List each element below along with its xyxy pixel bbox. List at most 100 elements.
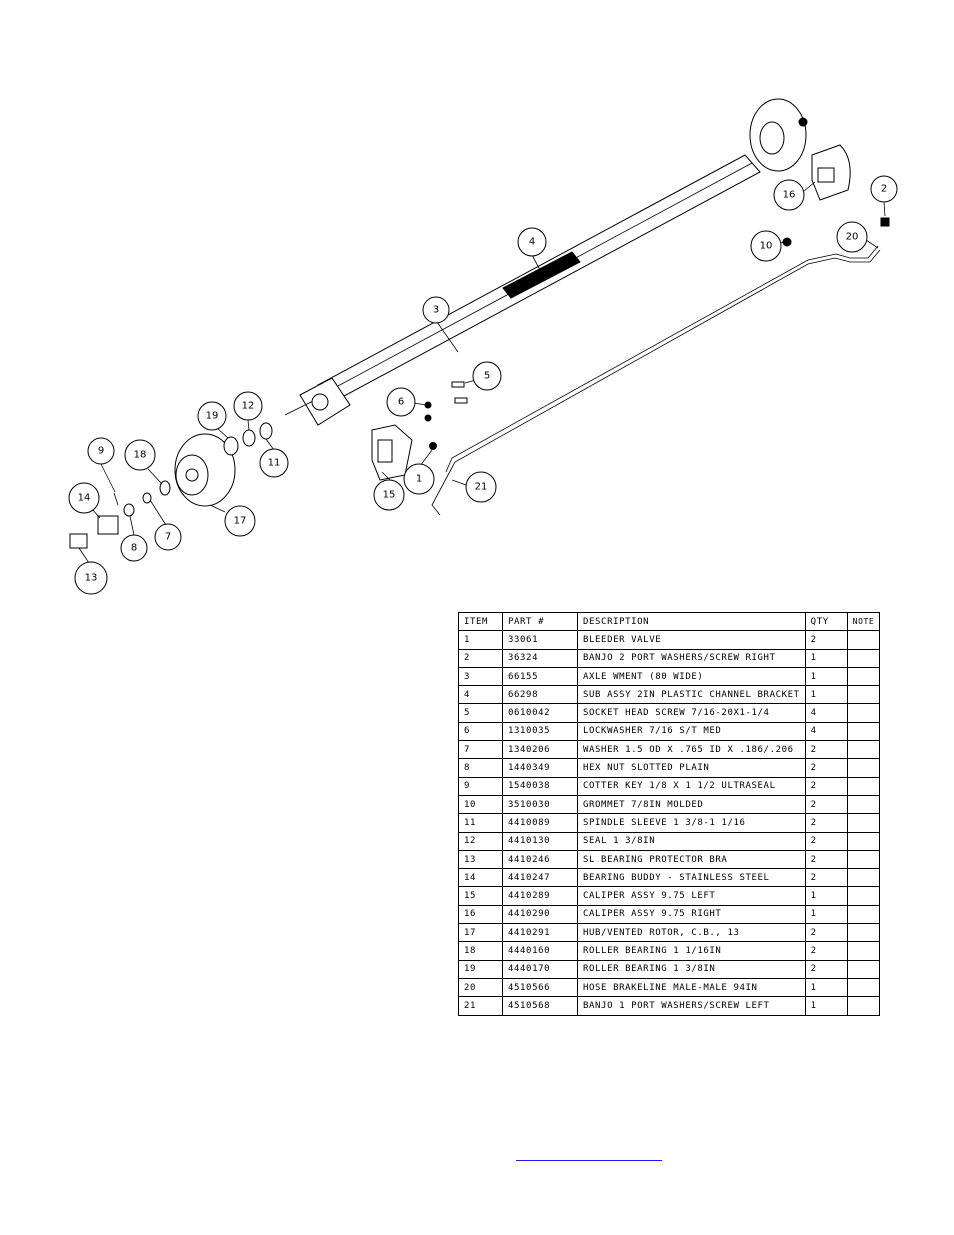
right-caliper — [811, 144, 851, 201]
cell-qty: 1 — [804, 996, 848, 1016]
cell-note — [846, 959, 881, 979]
cell-description: SEAL 1 3/8IN — [577, 831, 806, 851]
cell-part-number: 36324 — [502, 648, 578, 668]
cell-part-number: 4440160 — [502, 941, 578, 961]
cell-item: 11 — [458, 813, 503, 833]
cell-qty: 2 — [804, 758, 848, 778]
svg-text:2: 2 — [881, 184, 887, 195]
cell-qty: 1 — [804, 648, 848, 668]
header-note: NOTE — [846, 611, 881, 632]
callout-20: 20 — [836, 221, 868, 253]
cell-qty: 1 — [804, 666, 848, 687]
footer-link[interactable] — [516, 1148, 662, 1161]
channel-bracket — [502, 251, 581, 299]
callout-3: 3 — [422, 296, 450, 324]
header-item: ITEM — [458, 611, 503, 632]
svg-text:3: 3 — [433, 305, 439, 316]
cell-description: ROLLER BEARING 1 1/16IN — [577, 941, 806, 961]
svg-text:12: 12 — [242, 401, 255, 412]
svg-text:16: 16 — [783, 190, 796, 201]
cell-qty: 2 — [804, 849, 848, 870]
cell-qty: 2 — [804, 740, 848, 760]
cell-item: 12 — [458, 831, 503, 851]
callout-8: 8 — [120, 534, 148, 562]
cell-part-number: 1540038 — [502, 776, 578, 796]
cell-part-number: 4410247 — [502, 868, 578, 888]
cell-qty: 1 — [804, 685, 848, 705]
cell-part-number: 4410289 — [502, 886, 578, 906]
cell-part-number: 4510568 — [502, 996, 578, 1016]
cell-description: AXLE WMENT (80 WIDE) — [577, 666, 806, 687]
cell-description: CALIPER ASSY 9.75 RIGHT — [577, 904, 806, 925]
svg-text:19: 19 — [206, 411, 219, 422]
cell-description: BLEEDER VALVE — [577, 630, 806, 650]
header-qty: QTY — [804, 611, 848, 632]
callout-6: 6 — [386, 387, 416, 417]
cell-item: 19 — [458, 959, 503, 979]
svg-text:6: 6 — [398, 397, 404, 408]
svg-text:14: 14 — [78, 493, 91, 504]
cell-description: SOCKET HEAD SCREW 7/16-20X1-1/4 — [577, 703, 806, 723]
cell-description: HOSE BRAKELINE MALE-MALE 94IN — [577, 977, 806, 998]
cell-note — [846, 758, 881, 778]
cell-qty: 2 — [804, 794, 848, 815]
cell-description: SL BEARING PROTECTOR BRA — [577, 849, 806, 870]
cell-note — [846, 886, 881, 906]
svg-text:10: 10 — [760, 241, 773, 252]
cell-qty: 2 — [804, 923, 848, 943]
cell-qty: 2 — [804, 941, 848, 961]
exploded-axle-diagram: 1 2 3 4 5 6 7 8 9 10 11 12 13 14 15 16 1… — [68, 98, 898, 595]
cell-item: 2 — [458, 648, 503, 668]
cell-item: 21 — [458, 996, 503, 1016]
cell-part-number: 4410291 — [502, 923, 578, 943]
callout-18: 18 — [124, 439, 156, 471]
callout-5: 5 — [472, 361, 502, 391]
cell-part-number: 4410290 — [502, 904, 578, 925]
cell-description: LOCKWASHER 7/16 S/T MED — [577, 721, 806, 742]
cell-item: 20 — [458, 977, 503, 998]
left-rotor — [174, 433, 236, 507]
svg-text:13: 13 — [85, 573, 98, 584]
cell-part-number: 0610042 — [502, 703, 578, 723]
cell-item: 16 — [458, 904, 503, 925]
svg-text:9: 9 — [98, 446, 104, 457]
cell-item: 4 — [458, 685, 503, 705]
cell-part-number: 1340206 — [502, 740, 578, 760]
cell-note — [846, 904, 881, 925]
cell-qty: 2 — [804, 776, 848, 796]
callout-2: 2 — [870, 175, 898, 203]
cell-item: 10 — [458, 794, 503, 815]
cell-note — [846, 776, 881, 796]
cell-item: 3 — [458, 666, 503, 687]
cell-description: COTTER KEY 1/8 X 1 1/2 ULTRASEAL — [577, 776, 806, 796]
cell-note — [846, 666, 881, 687]
cell-description: ROLLER BEARING 1 3/8IN — [577, 959, 806, 979]
callout-19: 19 — [197, 401, 227, 431]
cell-part-number: 66298 — [502, 685, 578, 705]
callout-15: 15 — [373, 479, 405, 511]
cell-part-number: 4510566 — [502, 977, 578, 998]
cell-qty: 2 — [804, 959, 848, 979]
callout-11: 11 — [259, 448, 289, 478]
cell-note — [846, 648, 881, 668]
brake-hose — [431, 245, 881, 516]
cell-item: 6 — [458, 721, 503, 742]
cell-qty: 1 — [804, 904, 848, 925]
cell-item: 8 — [458, 758, 503, 778]
cell-item: 14 — [458, 868, 503, 888]
cell-item: 15 — [458, 886, 503, 906]
